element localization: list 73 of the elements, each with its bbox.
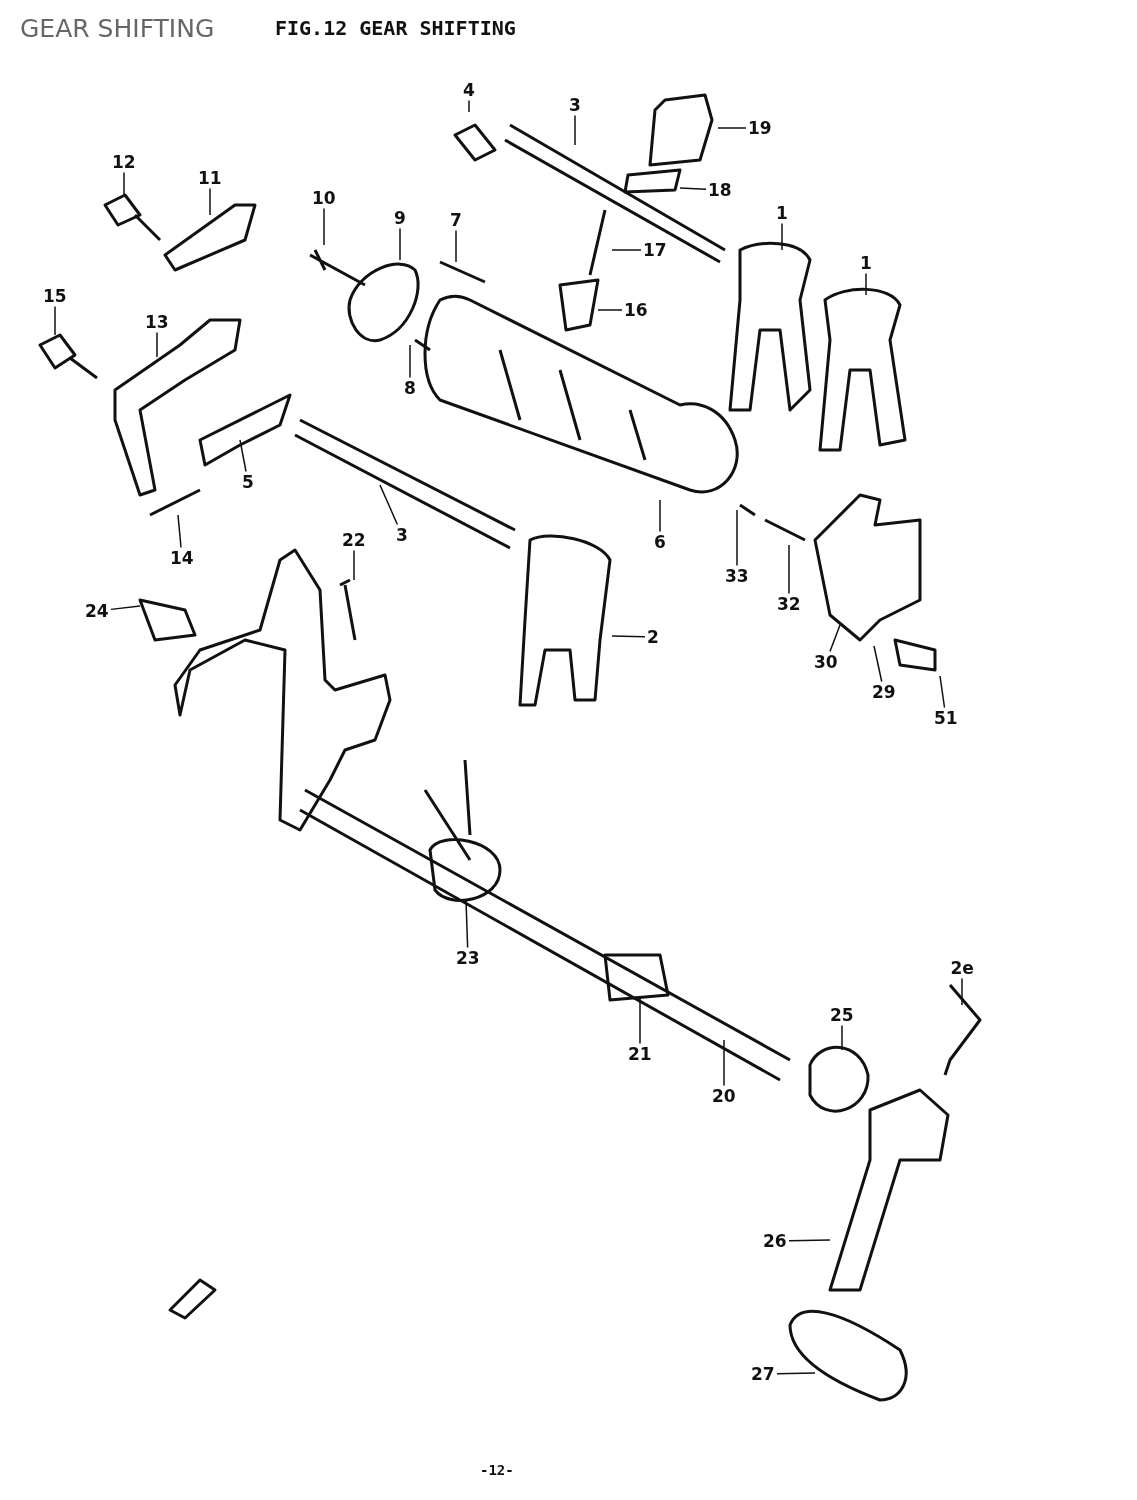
callout-number: 25 <box>830 1006 854 1024</box>
leader-line <box>788 1239 831 1242</box>
leader-line <box>788 544 790 595</box>
callout-number: 29 <box>872 683 896 701</box>
callout-number: 5 <box>242 473 254 491</box>
leader-line <box>659 499 661 533</box>
leader-line <box>829 624 841 653</box>
callout-number: 18 <box>708 181 732 199</box>
callout-number: 15 <box>43 287 67 305</box>
leader-line <box>873 645 883 683</box>
callout-number: 14 <box>170 549 194 567</box>
callout-number: 7 <box>450 211 462 229</box>
callout-number: 22 <box>342 531 366 549</box>
leader-line <box>939 675 946 709</box>
callout-number: 3 <box>569 96 581 114</box>
leader-line <box>468 99 470 113</box>
leader-line <box>399 227 401 261</box>
leader-line <box>239 439 247 473</box>
leader-line <box>209 187 211 216</box>
page-number: -12- <box>480 1462 514 1478</box>
leader-line <box>379 484 399 526</box>
leader-line <box>177 514 182 549</box>
callout-number: 27 <box>751 1365 775 1383</box>
leader-line <box>717 127 747 129</box>
leader-line <box>353 549 355 581</box>
callout-number: 1 <box>860 254 872 272</box>
leader-line <box>639 997 641 1045</box>
callout-number: 9 <box>394 209 406 227</box>
page-title: GEAR SHIFTING <box>20 14 215 43</box>
callout-number: 26 <box>763 1232 787 1250</box>
callout-number: 3 <box>396 526 408 544</box>
leader-line <box>574 114 576 146</box>
leader-line <box>110 605 141 611</box>
callout-number: 13 <box>145 313 169 331</box>
leader-line <box>865 272 867 296</box>
leader-line <box>597 309 623 311</box>
leader-line <box>781 222 783 251</box>
leader-line <box>736 509 738 567</box>
leader-line <box>323 207 325 246</box>
callout-number: 20 <box>712 1087 736 1105</box>
callout-number: 4 <box>463 81 475 99</box>
callout-number: 23 <box>456 949 480 967</box>
callout-number: 30 <box>814 653 838 671</box>
callout-number: 32 <box>777 595 801 613</box>
leader-line <box>841 1024 843 1051</box>
leader-line <box>455 229 457 263</box>
figure-heading: FIG.12 GEAR SHIFTING <box>275 16 516 40</box>
leader-line <box>776 1372 816 1375</box>
leader-line <box>156 331 158 358</box>
leader-line <box>723 1039 725 1087</box>
leader-line <box>679 187 707 191</box>
callout-number: 6 <box>654 533 666 551</box>
callout-number: 21 <box>628 1045 652 1063</box>
callout-number: 12 <box>112 153 136 171</box>
leader-line <box>409 344 411 379</box>
callout-number: 2 <box>647 628 659 646</box>
leader-line <box>123 171 125 196</box>
callout-number: 8 <box>404 379 416 397</box>
callout-number: 33 <box>725 567 749 585</box>
callout-number: 17 <box>643 241 667 259</box>
leader-line <box>465 899 469 949</box>
callout-number: 2e <box>950 959 974 977</box>
leader-line <box>611 249 642 251</box>
callout-number: 1 <box>776 204 788 222</box>
callout-number: 19 <box>748 119 772 137</box>
leader-line <box>611 635 646 638</box>
callout-number: 16 <box>624 301 648 319</box>
leader-line <box>54 305 56 336</box>
callout-number: 51 <box>934 709 958 727</box>
callout-number: 24 <box>85 602 109 620</box>
callout-number: 10 <box>312 189 336 207</box>
leader-line <box>961 977 963 1006</box>
callout-number: 11 <box>198 169 222 187</box>
